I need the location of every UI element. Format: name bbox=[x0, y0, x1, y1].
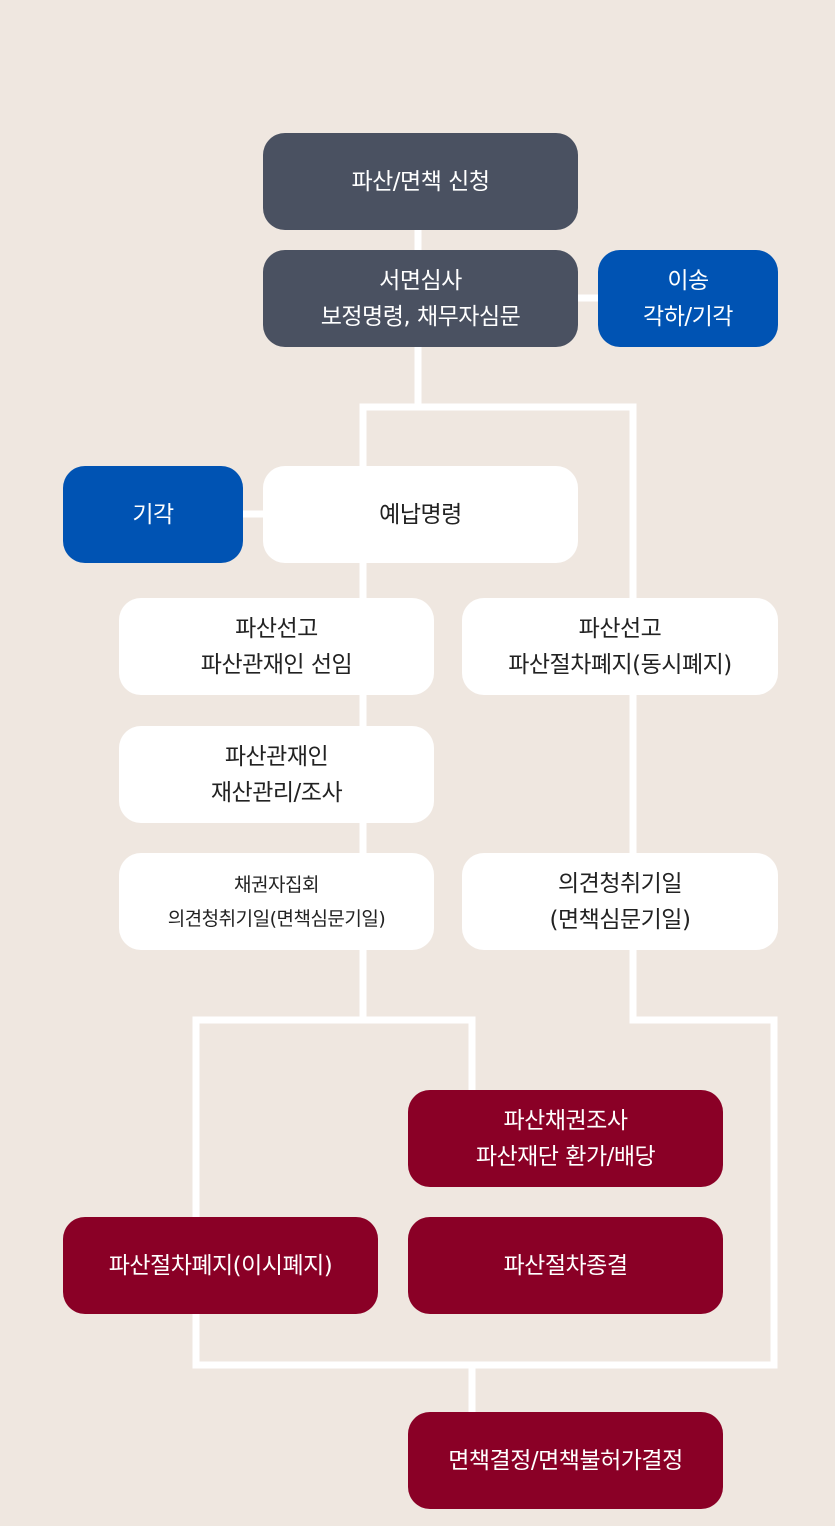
node-label: 각하/기각 bbox=[643, 303, 733, 330]
node-label: 파산선고 bbox=[235, 615, 318, 642]
node-label: 의견청취기일(면책심문기일) bbox=[167, 907, 386, 930]
node-label: 파산채권조사 bbox=[503, 1107, 628, 1134]
node-label: 파산재단 환가/배당 bbox=[475, 1143, 656, 1170]
node-label: 면책결정/면책불허가결정 bbox=[448, 1447, 683, 1474]
node-label: 파산관재인 bbox=[224, 743, 329, 770]
node-discharge: 면책결정/면책불허가결정 bbox=[408, 1412, 723, 1509]
node-label: 의견청취기일 bbox=[558, 870, 682, 897]
node-label: 파산절차폐지(이시폐지) bbox=[108, 1252, 333, 1279]
node-label: 이송 bbox=[667, 267, 709, 294]
node-abolish-later: 파산절차폐지(이시폐지) bbox=[63, 1217, 378, 1314]
node-conclude: 파산절차종결 bbox=[408, 1217, 723, 1314]
node-hearing: 의견청취기일 (면책심문기일) bbox=[462, 853, 778, 950]
node-deposit: 예납명령 bbox=[263, 466, 578, 563]
node-label: 예납명령 bbox=[379, 501, 462, 528]
node-label: (면책심문기일) bbox=[549, 906, 691, 933]
node-label: 서면심사 bbox=[379, 267, 462, 294]
node-label: 파산선고 bbox=[578, 615, 662, 642]
node-apply: 파산/면책 신청 bbox=[263, 133, 578, 230]
node-label: 파산/면책 신청 bbox=[351, 168, 490, 195]
node-dismiss: 기각 bbox=[63, 466, 243, 563]
node-label: 채권자집회 bbox=[234, 873, 319, 896]
node-label: 보정명령, 채무자심문 bbox=[320, 303, 521, 330]
node-label: 파산절차종결 bbox=[503, 1252, 628, 1279]
node-label: 파산관재인 선임 bbox=[200, 651, 353, 678]
node-label: 파산절차폐지(동시폐지) bbox=[508, 651, 732, 678]
node-label: 기각 bbox=[132, 501, 174, 528]
node-label: 재산관리/조사 bbox=[210, 779, 343, 806]
connector bbox=[192, 403, 778, 1369]
